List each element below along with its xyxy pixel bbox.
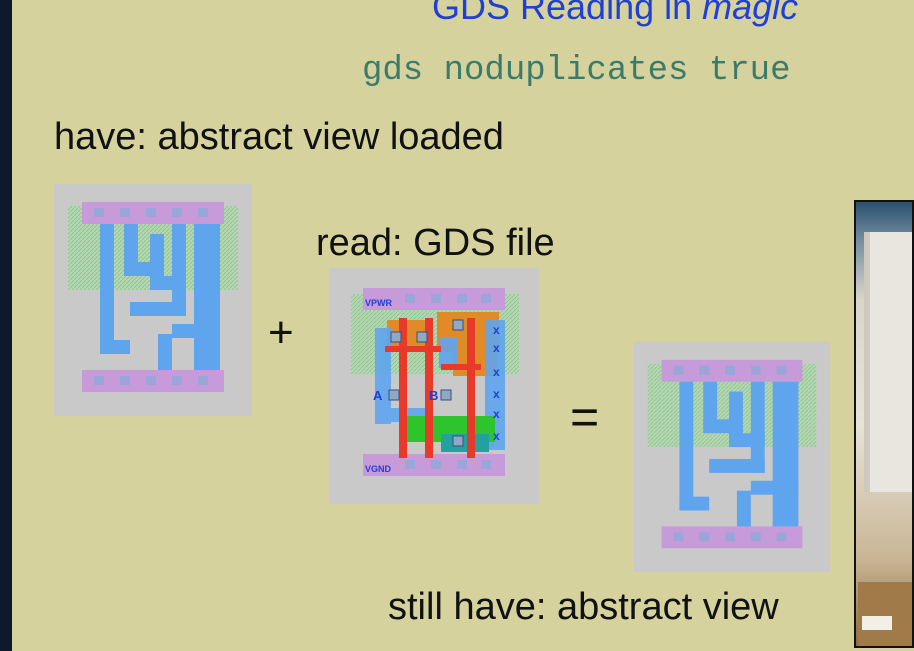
svg-text:x: x — [493, 341, 500, 355]
svg-text:x: x — [493, 323, 500, 337]
pin-a-label: A — [373, 388, 383, 403]
abstract-cell-result — [633, 342, 831, 572]
slide-title-italic: magic — [702, 0, 799, 27]
slide-title: GDS Reading in magic — [432, 0, 798, 28]
pin-top-label: VPWR — [365, 298, 393, 308]
pin-b-label: B — [429, 388, 438, 403]
equals-sign: = — [570, 389, 600, 445]
slide-title-text: GDS Reading in — [432, 0, 703, 27]
webcam-photo — [854, 200, 914, 648]
read-label: read: GDS file — [316, 222, 555, 264]
slide: GDS Reading in magic gds noduplicates tr… — [12, 0, 914, 651]
abstract-cell-left — [54, 184, 252, 416]
photo-cardboard-box — [858, 582, 912, 646]
photo-door-frame — [864, 232, 912, 492]
svg-text:x: x — [493, 365, 500, 379]
pin-bottom-label: VGND — [365, 464, 392, 474]
svg-text:x: x — [493, 387, 500, 401]
plus-sign: + — [268, 308, 294, 357]
have-label: have: abstract view loaded — [54, 116, 504, 158]
svg-text:x: x — [493, 407, 500, 421]
still-label: still have: abstract view — [388, 586, 779, 628]
command-text: gds noduplicates true — [362, 52, 791, 90]
gds-cell: xxx xxx VPWR VGND A B — [329, 268, 539, 504]
svg-text:x: x — [493, 429, 500, 443]
photo-box-label — [862, 616, 892, 630]
